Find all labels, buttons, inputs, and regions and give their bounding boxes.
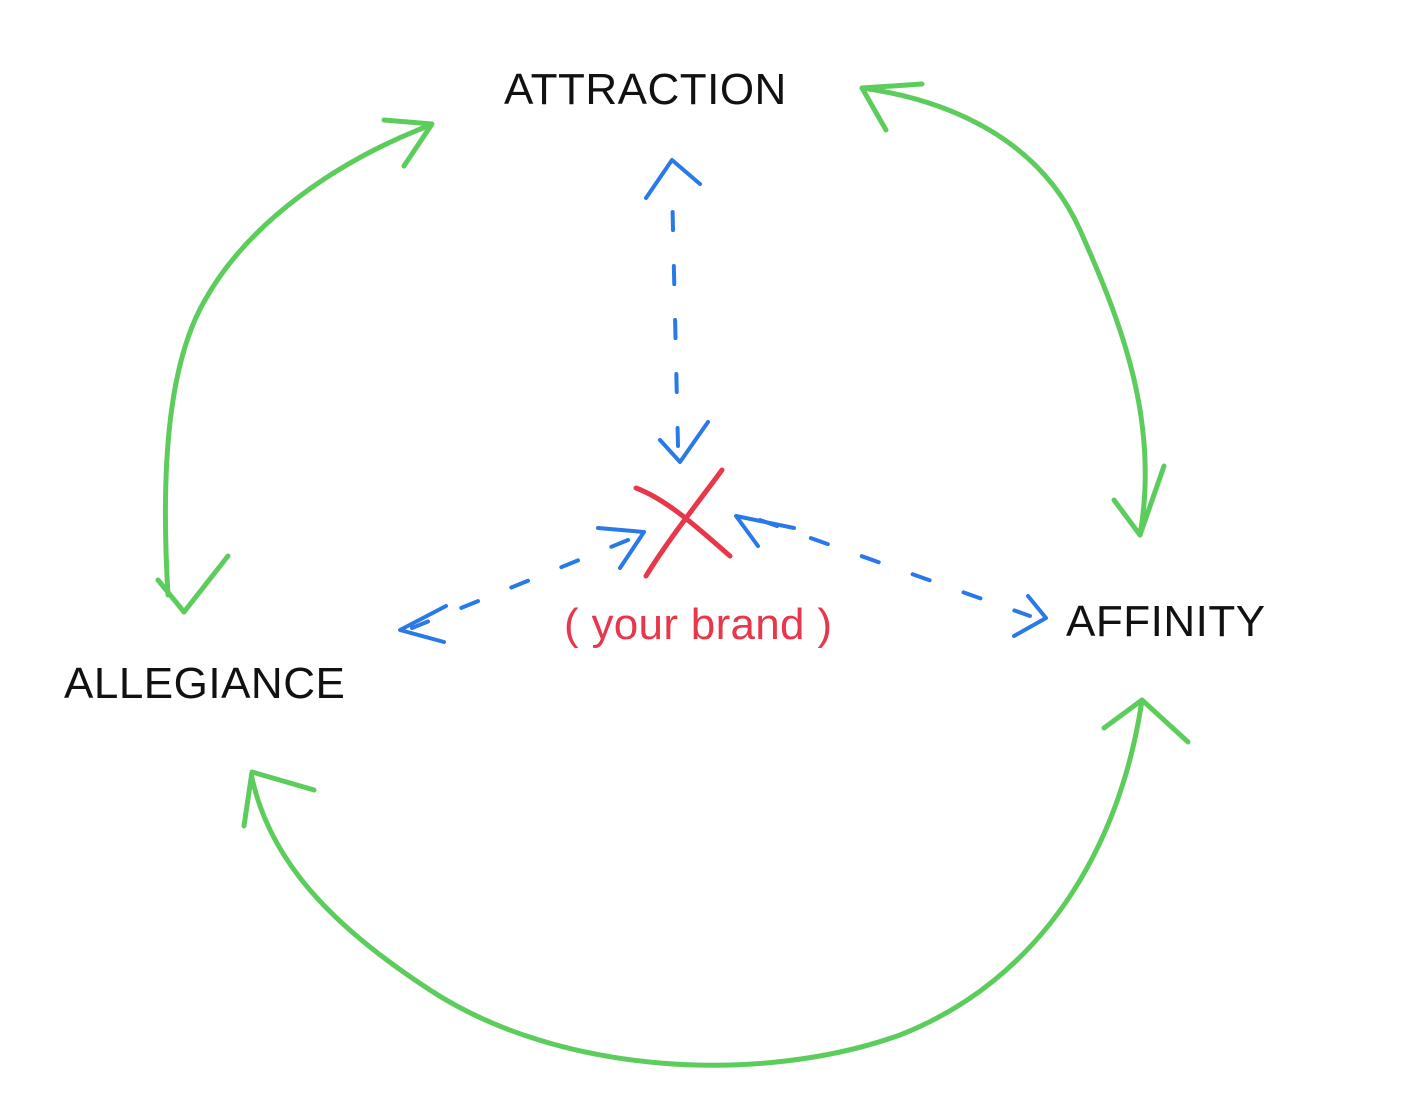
x-mark-icon bbox=[633, 467, 733, 579]
center-arrows bbox=[398, 158, 1048, 644]
arrow-center-affinity bbox=[734, 514, 1048, 638]
arrow-center-attraction bbox=[644, 158, 710, 464]
node-attraction-label: ATTRACTION bbox=[504, 65, 787, 114]
cycle-arrows bbox=[155, 81, 1191, 1068]
arrow-center-allegiance bbox=[398, 526, 646, 644]
arrow-affinity-allegiance bbox=[241, 697, 1191, 1068]
arrow-attraction-affinity bbox=[859, 81, 1167, 538]
brand-label: ( your brand ) bbox=[564, 600, 833, 649]
node-affinity-label: AFFINITY bbox=[1066, 597, 1266, 646]
node-allegiance-label: ALLEGIANCE bbox=[64, 659, 346, 708]
arrow-allegiance-attraction bbox=[155, 117, 435, 615]
